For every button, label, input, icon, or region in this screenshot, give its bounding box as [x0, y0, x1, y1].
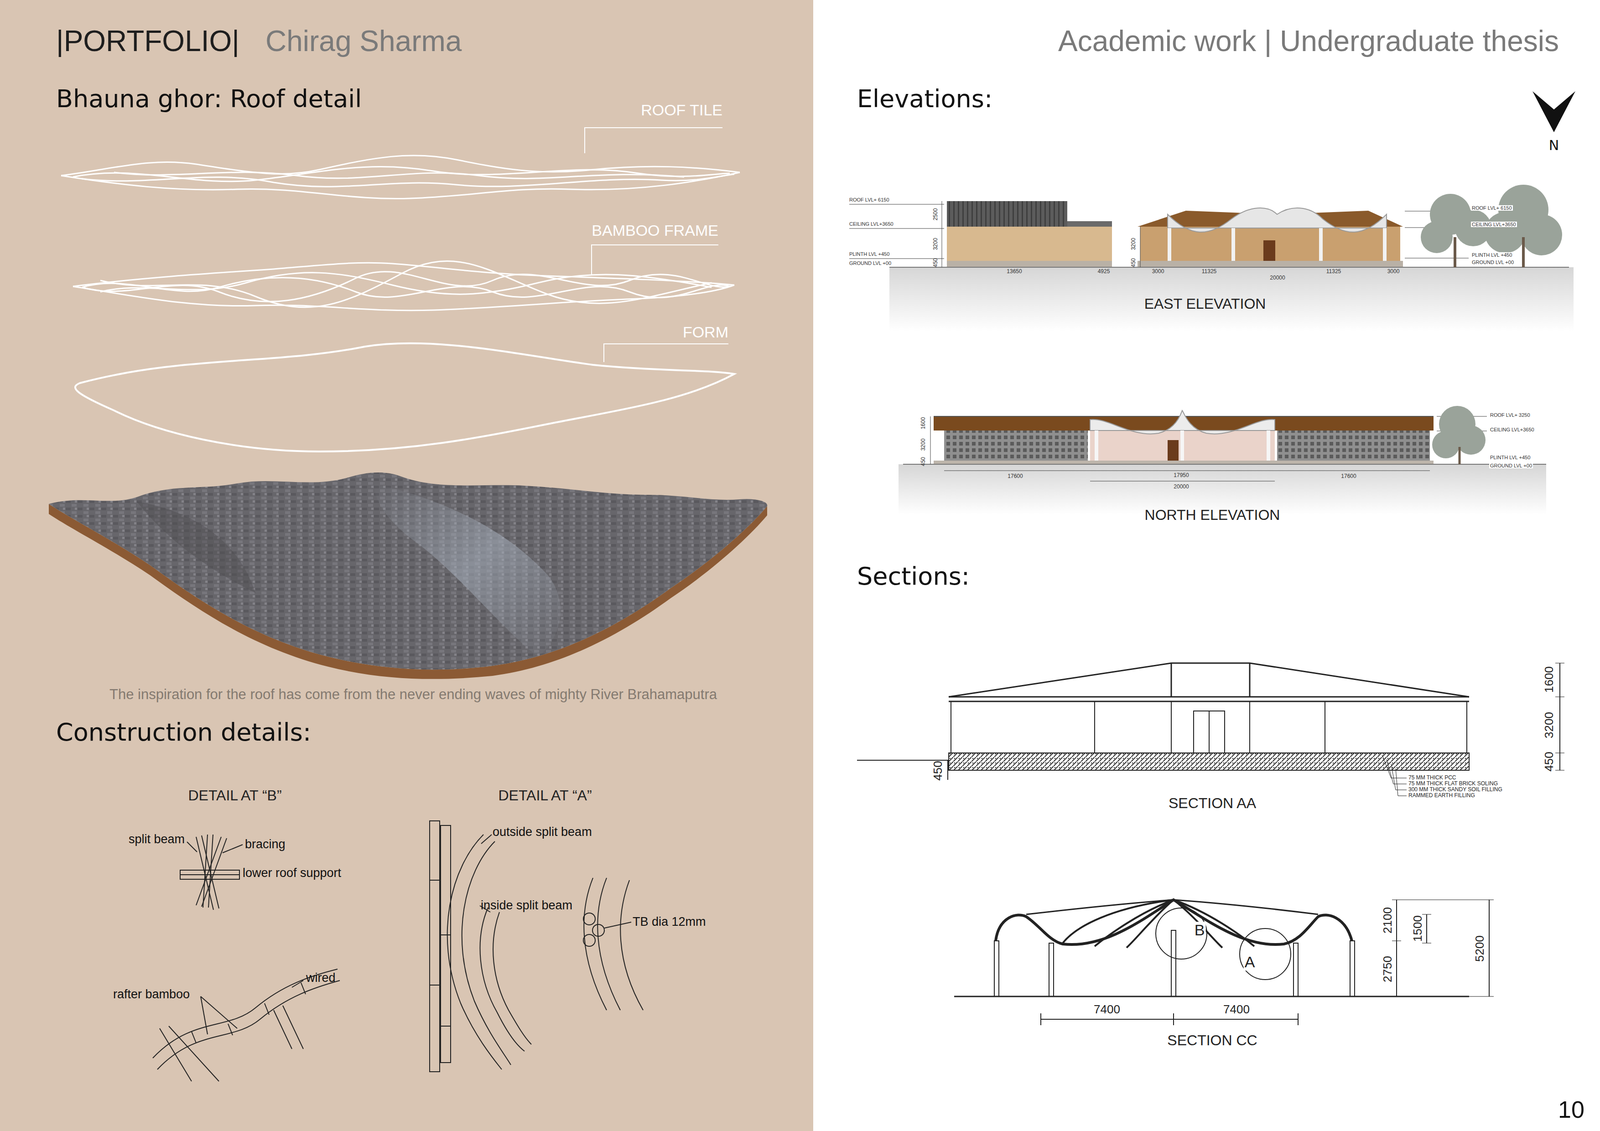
level-label: PLINTH LVL +450 — [1489, 454, 1532, 461]
drawing-title: SECTION AA — [1168, 795, 1257, 812]
level-label: CEILING LVL+3650 — [1489, 426, 1536, 433]
callout-letter: B — [1193, 921, 1206, 939]
dimension: 20000 — [1269, 275, 1285, 281]
dimension: 13650 — [1006, 268, 1022, 275]
dimension: 3000 — [1387, 268, 1400, 275]
dimension: 5200 — [1473, 935, 1487, 962]
level-label: CEILING LVL+3650 — [1470, 221, 1517, 228]
dimension: 3200 — [920, 438, 927, 452]
dimension: 3200 — [1542, 711, 1556, 739]
part-label: split beam — [128, 832, 185, 847]
dimension: 11325 — [1326, 268, 1341, 275]
dimension: 3200 — [932, 238, 939, 251]
dimension: 450 — [920, 457, 927, 467]
level-label: GROUND LVL +00 — [1470, 259, 1515, 265]
level-label: CEILING LVL+3650 — [849, 221, 894, 227]
dimension: 11325 — [1201, 268, 1217, 275]
page-heading: Academic work | Undergraduate thesis — [1058, 25, 1559, 58]
dimension: 1500 — [1411, 915, 1425, 942]
drawing-title: EAST ELEVATION — [1144, 296, 1267, 312]
dimension: 450 — [931, 760, 945, 781]
part-label: bracing — [244, 837, 286, 852]
dimension: 450 — [1130, 258, 1137, 268]
layer-label: ROOF TILE — [640, 101, 723, 119]
dimension: 3000 — [1152, 268, 1165, 275]
north-label: N — [1548, 137, 1559, 153]
dimension: 450 — [932, 258, 939, 268]
section-heading: Construction details: — [56, 718, 312, 746]
level-label: PLINTH LVL +450 — [849, 251, 890, 257]
dimension: 17950 — [1173, 472, 1189, 479]
part-label: rafter bamboo — [113, 987, 190, 1002]
part-label: wired — [306, 971, 336, 986]
part-label: TB dia 12mm — [632, 915, 707, 930]
layer-label: FORM — [682, 323, 729, 341]
part-label: outside split beam — [492, 825, 593, 840]
level-label: PLINTH LVL +450 — [1470, 252, 1513, 258]
note: RAMMED EARTH FILLING — [1408, 792, 1476, 799]
page-title: |PORTFOLIO| — [56, 25, 240, 58]
dimension: 2750 — [1381, 955, 1395, 983]
dimension: 20000 — [1173, 483, 1189, 490]
dimension: 2500 — [932, 208, 939, 221]
part-label: inside split beam — [480, 898, 573, 913]
dimension: 7400 — [1223, 1002, 1250, 1017]
drawing-title: SECTION CC — [1167, 1032, 1258, 1049]
dimension: 17600 — [1007, 473, 1023, 480]
caption: The inspiration for the roof has come fr… — [109, 686, 717, 703]
drawing-title: NORTH ELEVATION — [1144, 507, 1281, 524]
dimension: 2100 — [1381, 907, 1395, 934]
dimension: 3200 — [1130, 238, 1137, 251]
note: 300 MM THICK SANDY SOIL FILLING — [1408, 786, 1503, 793]
callout-letter: A — [1243, 953, 1257, 971]
note: 75 MM THICK FLAT BRICK SOLING — [1408, 780, 1498, 787]
level-label: ROOF LVL+ 6150 — [849, 197, 890, 203]
dimension: 4925 — [1097, 268, 1111, 275]
section-heading: Sections: — [857, 562, 970, 590]
level-label: GROUND LVL +00 — [1489, 462, 1533, 469]
author-name: Chirag Sharma — [265, 25, 462, 58]
dimension: 450 — [1542, 751, 1556, 772]
dimension: 1600 — [1542, 666, 1556, 693]
level-label: ROOF LVL+ 3250 — [1489, 412, 1532, 418]
detail-title: DETAIL AT “A” — [498, 787, 592, 804]
level-label: ROOF LVL+ 6150 — [1470, 205, 1513, 211]
layer-label: BAMBOO FRAME — [591, 222, 719, 239]
note: 75 MM THICK PCC — [1408, 774, 1456, 781]
dimension: 1600 — [920, 417, 927, 430]
part-label: lower roof support — [242, 866, 342, 881]
section-heading: Bhauna ghor: Roof detail — [56, 85, 362, 113]
section-heading: Elevations: — [857, 85, 993, 113]
page-number: 10 — [1558, 1096, 1585, 1123]
detail-title: DETAIL AT “B” — [187, 787, 282, 804]
dimension: 17600 — [1340, 473, 1356, 480]
dimension: 7400 — [1093, 1002, 1121, 1017]
level-label: GROUND LVL +00 — [849, 260, 892, 266]
